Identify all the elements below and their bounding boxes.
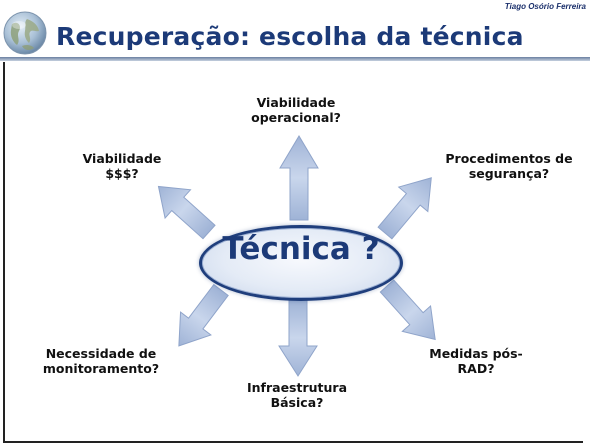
globe-icon [3, 11, 47, 55]
center-node [199, 225, 403, 301]
bottom-border [3, 441, 583, 443]
arrow-up-left [157, 185, 216, 240]
label-viabilidade-custo: Viabilidade $$$? [82, 151, 162, 181]
author-credit: Tiago Osório Ferreira [504, 2, 586, 11]
label-viabilidade-operacional: Viabilidade operacional? [251, 95, 341, 125]
center-node-label: Técnica ? [222, 231, 380, 267]
slide-header: Tiago Osório Ferreira Recuperação: escol… [0, 0, 590, 62]
arrow-down-right [379, 279, 436, 341]
label-medidas-pos-rad: Medidas pós- RAD? [429, 346, 523, 376]
label-necessidade-monitoramento: Necessidade de monitoramento? [42, 346, 160, 376]
title-divider [0, 57, 590, 61]
arrow-up-right [377, 177, 432, 240]
left-border [3, 62, 5, 442]
arrow-up [279, 135, 319, 221]
label-procedimentos-seguranca: Procedimentos de segurança? [445, 151, 573, 181]
label-infraestrutura-basica: Infraestrutura Básica? [246, 380, 348, 410]
arrow-down-left [178, 283, 229, 347]
slide-title: Recuperação: escolha da técnica [56, 22, 524, 51]
arrow-down [278, 299, 318, 377]
